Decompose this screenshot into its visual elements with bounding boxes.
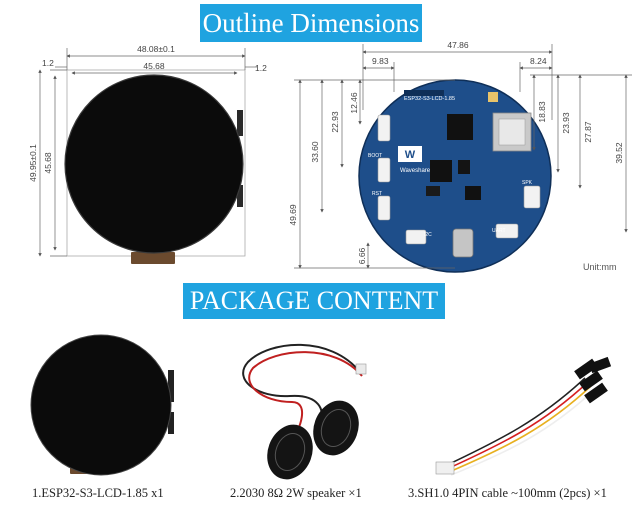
board-model-label: ESP32-S3-LCD-1.85 xyxy=(404,96,455,102)
uart-label: UART xyxy=(492,228,506,234)
spk-label: SPK xyxy=(522,180,533,186)
usb-c-port xyxy=(452,228,474,258)
i2c-connector xyxy=(405,229,427,245)
fpc-connector xyxy=(131,252,175,264)
main-chip xyxy=(430,160,452,182)
boot-button xyxy=(377,157,391,183)
caption-cable: 3.SH1.0 4PIN cable ~100mm (2pcs) ×1 xyxy=(408,486,607,500)
dim-display-width: 48.08±0.1 xyxy=(137,44,175,54)
rst-label: RST xyxy=(372,191,382,197)
caption-speaker: 2.2030 8Ω 2W speaker ×1 xyxy=(230,486,362,500)
dim-display-inner-width: 45.68 xyxy=(143,61,165,71)
dim-bottom-h: 6.66 xyxy=(357,247,367,264)
small-chip xyxy=(458,160,470,174)
dim-right-h2: 23.93 xyxy=(561,112,571,134)
unit-label: Unit:mm xyxy=(583,262,617,272)
dim-right-h1: 18.83 xyxy=(537,101,547,123)
dim-left-margin: 1.2 xyxy=(42,58,54,68)
dim-left-h3: 33.60 xyxy=(310,141,320,163)
dim-display-height: 49.95±0.1 xyxy=(28,144,38,182)
pcb-drawing: W xyxy=(358,79,552,273)
side-key-upper xyxy=(237,110,243,136)
i2c-label: I2C xyxy=(424,232,432,238)
dim-left-h2: 22.93 xyxy=(330,111,340,133)
audio-chip xyxy=(465,186,481,200)
round-display xyxy=(65,75,243,253)
board-brand-label: Waveshare xyxy=(400,168,431,174)
dim-right-margin: 1.2 xyxy=(255,63,267,73)
dim-left-h1: 12.46 xyxy=(349,92,359,114)
package-cable-image xyxy=(435,356,612,476)
esp32-module-chip xyxy=(447,114,473,140)
uart-connector xyxy=(495,223,519,239)
package-speaker-image xyxy=(242,343,367,480)
outline-dimensions-title: Outline Dimensions xyxy=(200,4,422,42)
dim-right-offset: 8.24 xyxy=(530,56,547,66)
rst-button xyxy=(377,195,391,221)
dim-left-offset: 9.83 xyxy=(372,56,389,66)
pwr-label: PWR xyxy=(368,109,380,115)
dim-right-h3: 27.87 xyxy=(583,121,593,143)
svg-text:W: W xyxy=(405,149,416,161)
led-indicator xyxy=(488,92,498,102)
dim-right-h4: 39.52 xyxy=(614,142,624,164)
boot-label: BOOT xyxy=(368,153,382,159)
side-key-lower xyxy=(237,185,243,207)
package-display-image xyxy=(30,334,174,476)
caption-display: 1.ESP32-S3-LCD-1.85 x1 xyxy=(32,486,164,500)
dim-display-inner-height: 45.68 xyxy=(43,152,53,174)
display-outline-drawing xyxy=(64,69,246,264)
spk-connector xyxy=(523,185,541,209)
dim-left-h4: 49.69 xyxy=(288,204,298,226)
waveshare-logo xyxy=(398,146,422,162)
pwr-button xyxy=(377,114,391,142)
package-content-title: PACKAGE CONTENT xyxy=(183,283,445,319)
dim-pcb-width: 47.86 xyxy=(447,40,469,50)
